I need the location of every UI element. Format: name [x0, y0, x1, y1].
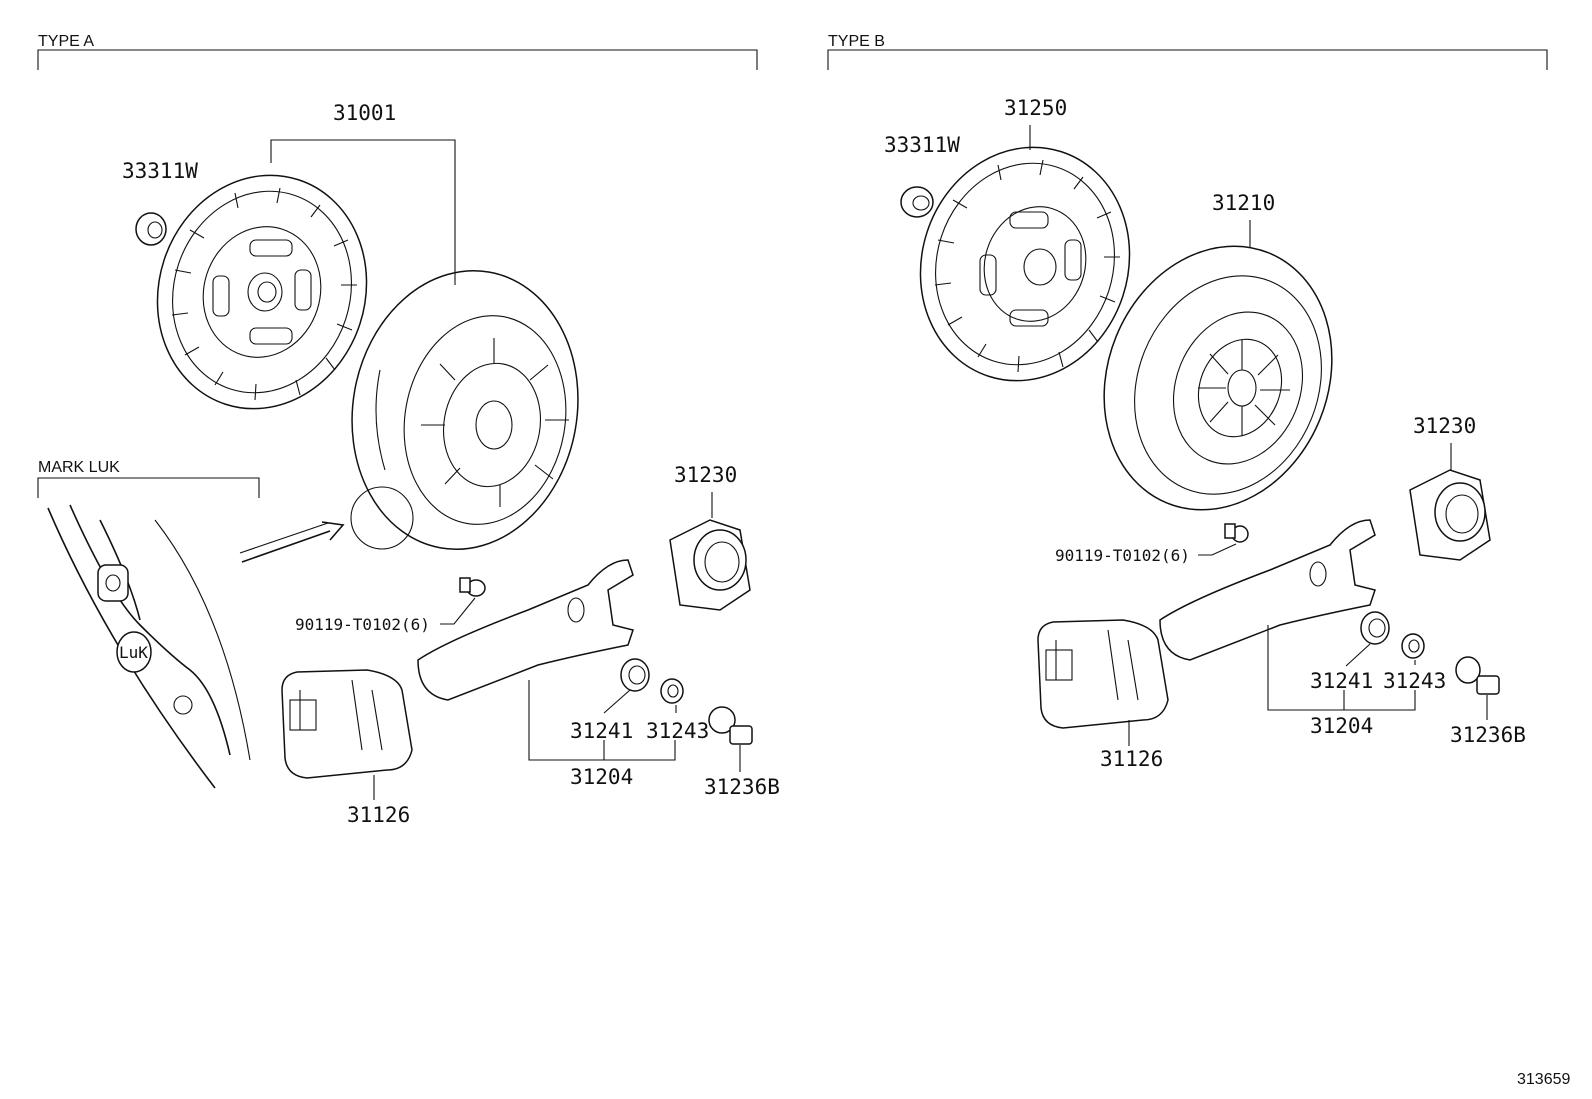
cover-b-fingers	[1198, 340, 1290, 436]
section-mark-luk: MARK LUK	[37, 459, 260, 498]
pivot-b	[1455, 656, 1500, 695]
part-label-31204-a: 31204	[570, 765, 633, 789]
clip-a	[660, 678, 684, 704]
clip-b	[1401, 633, 1425, 659]
clutch-cover-b	[1103, 245, 1333, 511]
part-label-31126-b: 31126	[1100, 747, 1163, 771]
part-label-31241-a: 31241	[570, 719, 633, 743]
part-label-31126-a: 31126	[347, 803, 410, 827]
luk-logo-text: LuK	[119, 643, 148, 662]
release-bearing-b	[1409, 469, 1491, 561]
clutch-cover-a	[351, 270, 579, 550]
section-type-a: TYPE A	[37, 33, 758, 70]
release-fork-a	[417, 559, 634, 701]
section-title-mark-luk: MARK LUK	[38, 459, 120, 476]
part-label-31250-b: 31250	[1004, 96, 1067, 120]
part-label-31230-b: 31230	[1413, 414, 1476, 438]
part-label-31241-b: 31241	[1310, 669, 1373, 693]
part-label-31236b-b: 31236B	[1450, 723, 1526, 747]
part-label-31204-b: 31204	[1310, 714, 1373, 738]
clutch-disc-a	[156, 174, 368, 410]
part-label-31243-b: 31243	[1383, 669, 1446, 693]
part-label-31243-a: 31243	[646, 719, 709, 743]
part-label-31001-a: 31001	[333, 101, 396, 125]
disc-b-segments	[934, 159, 1120, 373]
part-label-31236b-a: 31236B	[704, 775, 780, 799]
part-label-90119-a: 90119-T0102(6)	[295, 615, 430, 634]
section-type-b: TYPE B	[827, 33, 1548, 70]
part-label-33311w-a: 33311W	[122, 159, 198, 183]
bushing-a	[620, 658, 650, 692]
section-title-type-a: TYPE A	[38, 33, 94, 50]
part-label-33311w-b: 33311W	[884, 133, 960, 157]
section-title-type-b: TYPE B	[828, 33, 885, 50]
part-label-31210-b: 31210	[1212, 191, 1275, 215]
part-label-90119-b: 90119-T0102(6)	[1055, 546, 1190, 565]
pivot-a	[708, 706, 753, 745]
cover-a-fingers	[421, 338, 569, 507]
release-fork-b	[1159, 519, 1376, 661]
bushing-b	[1360, 611, 1390, 645]
boot-b	[1037, 619, 1169, 729]
pilot-bearing-a	[135, 212, 167, 246]
luk-zoom-indicator	[239, 486, 414, 563]
part-label-31230-a: 31230	[674, 463, 737, 487]
bolt-b	[1224, 523, 1249, 543]
luk-mark-detail: LuK	[47, 504, 251, 789]
release-bearing-a	[669, 519, 751, 611]
figure-id: 313659	[1517, 1071, 1570, 1088]
pilot-bearing-b	[900, 186, 934, 218]
bolt-a	[459, 577, 486, 597]
boot-a	[281, 669, 413, 779]
clutch-disc-b	[919, 146, 1131, 382]
disc-a-segments	[171, 187, 357, 401]
